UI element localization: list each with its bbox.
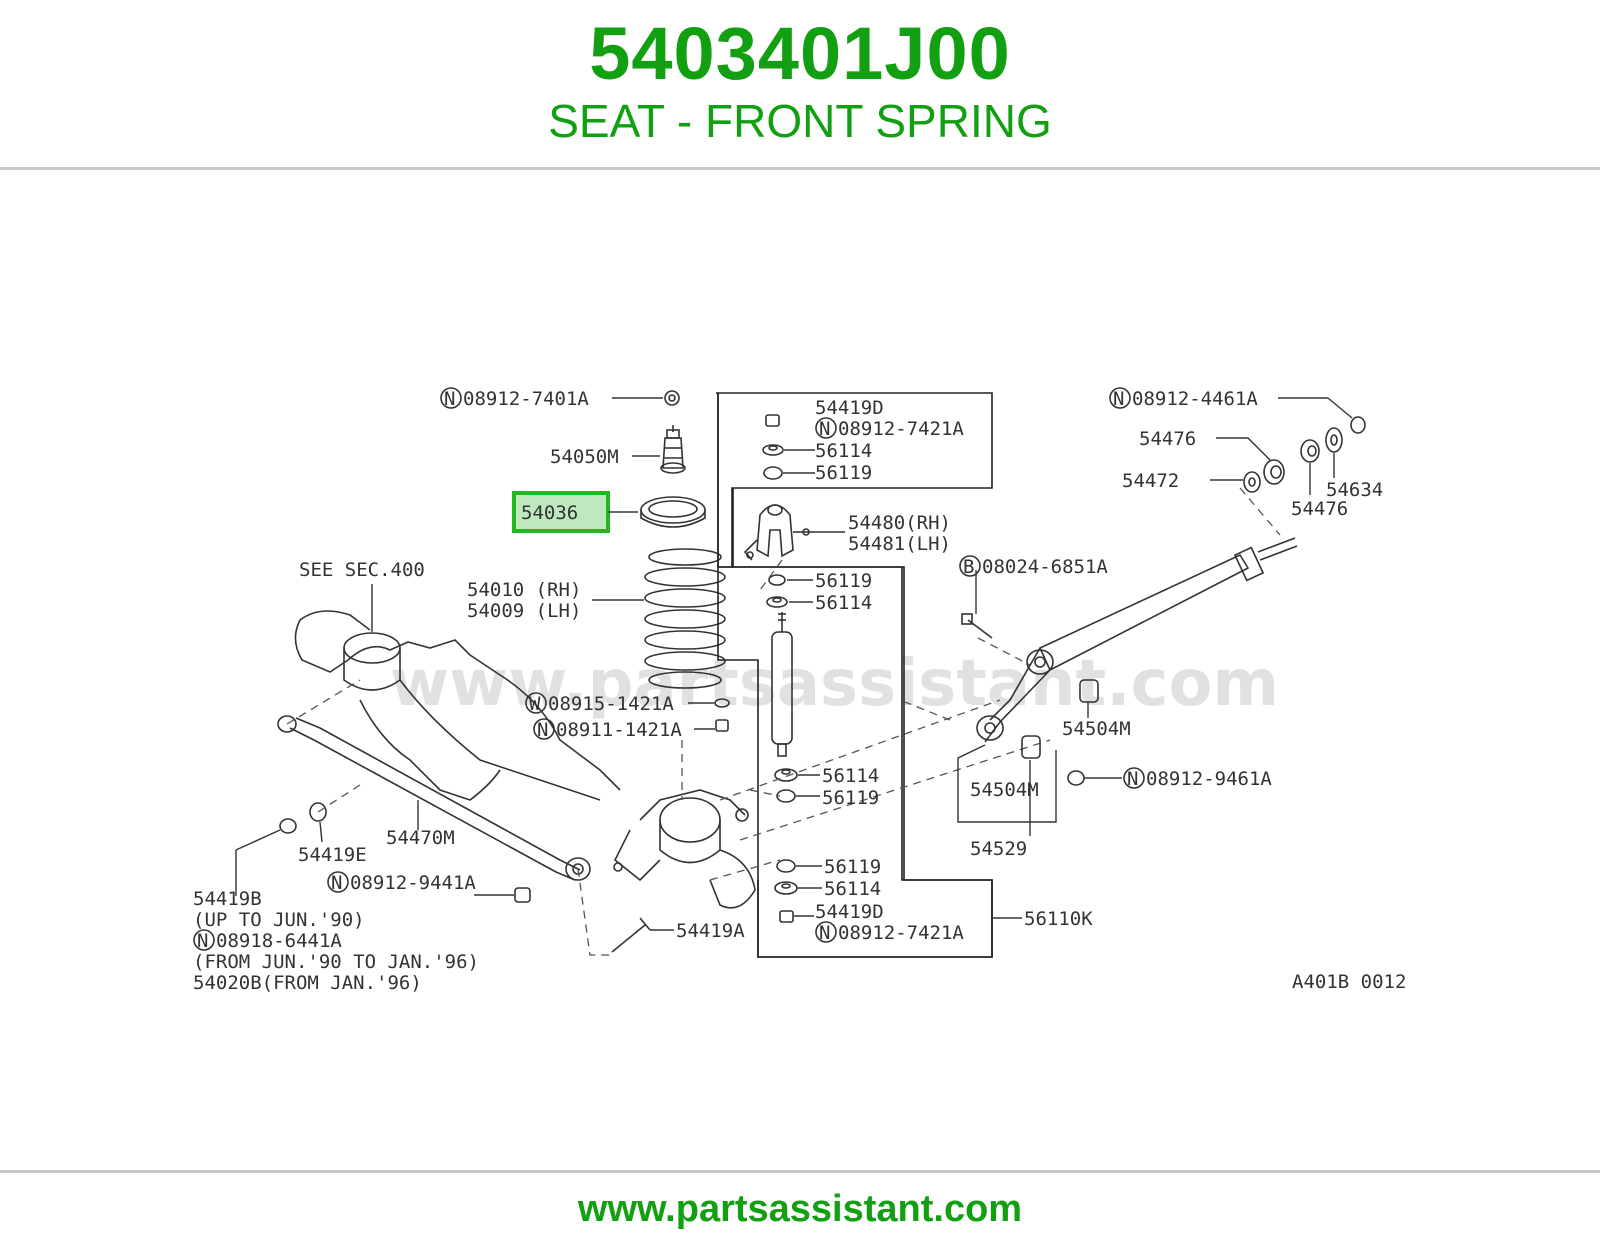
bushing-56119-b-icon[interactable] (768, 574, 786, 586)
prefix-n-mark: N (1113, 388, 1124, 410)
label-56114-a[interactable]: 56114 (815, 440, 872, 462)
washer-54634-icon[interactable] (1325, 427, 1343, 453)
washer-56114-a-icon[interactable] (762, 444, 784, 456)
prefix-n-mark: N (1127, 768, 1138, 790)
label-group: N 08912-7401A 54050M 54036 SEE SEC.400 5… (193, 387, 1406, 994)
label-08912-7421a-bottom[interactable]: 08912-7421A (838, 922, 964, 944)
bushing-56119-d-icon[interactable] (776, 859, 796, 873)
label-56110k[interactable]: 56110K (1024, 908, 1093, 930)
spring-seat-54036-icon[interactable] (640, 496, 706, 528)
label-from-jun-90-to-jan-96: (FROM JUN.'90 TO JAN.'96) (193, 951, 479, 973)
label-54020b[interactable]: 54020B(FROM JAN.'96) (193, 972, 422, 994)
label-54419d-top[interactable]: 54419D (815, 397, 884, 419)
upper-link-54529-icon[interactable] (976, 537, 1298, 743)
shock-absorber-56110k-icon[interactable] (771, 612, 793, 757)
label-08911-1421a[interactable]: 08911-1421A (556, 719, 682, 741)
washer-54472-icon[interactable] (1243, 471, 1261, 493)
label-54470m[interactable]: 54470M (386, 827, 455, 849)
label-56119-c[interactable]: 56119 (822, 787, 879, 809)
label-56119-a[interactable]: 56119 (815, 462, 872, 484)
watermark: www.partsassistant.com (390, 647, 1279, 721)
nut-08912-9441a-icon[interactable] (514, 887, 531, 903)
label-54476-b[interactable]: 54476 (1291, 498, 1348, 520)
label-54419e[interactable]: 54419E (298, 844, 367, 866)
bushing-56119-c-icon[interactable] (776, 789, 796, 803)
label-54036[interactable]: 54036 (521, 502, 578, 524)
prefix-n-mark: N (331, 872, 342, 894)
prefix-b-mark: B (963, 556, 974, 578)
footer-divider (0, 1170, 1600, 1173)
label-54419a[interactable]: 54419A (676, 920, 745, 942)
bump-stopper-54050m-icon[interactable] (660, 425, 686, 474)
washer-08915-1421a-icon[interactable] (714, 698, 730, 708)
prefix-n-mark: N (819, 418, 830, 440)
bushing-56119-a-icon[interactable] (763, 466, 783, 480)
label-54419b[interactable]: 54419B (193, 888, 262, 910)
label-08918-6441a[interactable]: 08918-6441A (216, 930, 342, 952)
label-08912-9441a[interactable]: 08912-9441A (350, 872, 476, 894)
prefix-n-mark: N (819, 922, 830, 944)
label-54419d-bottom[interactable]: 54419D (815, 901, 884, 923)
highlight-box[interactable] (512, 491, 610, 533)
label-up-to-jun-90: (UP TO JUN.'90) (193, 909, 365, 931)
nut-08912-9461a-icon[interactable] (1067, 770, 1085, 786)
label-08912-7421a-top[interactable]: 08912-7421A (838, 418, 964, 440)
nut-54419b-icon[interactable] (279, 818, 297, 834)
part-name: SEAT - FRONT SPRING (548, 95, 1052, 147)
label-08912-4461a[interactable]: 08912-4461A (1132, 388, 1258, 410)
bushing-54476-b-icon[interactable] (1300, 439, 1320, 463)
header: 5403401J00 SEAT - FRONT SPRING (0, 0, 1600, 168)
label-see-sec-400[interactable]: SEE SEC.400 (299, 559, 425, 581)
stud-54419a-icon[interactable] (611, 917, 651, 953)
label-54050m[interactable]: 54050M (550, 446, 619, 468)
label-54476-a[interactable]: 54476 (1139, 428, 1196, 450)
prefix-n-mark: N (197, 930, 208, 952)
label-54529[interactable]: 54529 (970, 838, 1027, 860)
lateral-rod-54470m-icon[interactable] (277, 715, 591, 881)
label-54009[interactable]: 54009 (LH) (467, 600, 581, 622)
label-56114-d[interactable]: 56114 (824, 878, 881, 900)
label-54504m-b[interactable]: 54504M (970, 779, 1039, 801)
nut-54419d-top-icon[interactable] (765, 414, 780, 427)
label-54504m-a[interactable]: 54504M (1062, 718, 1131, 740)
prefix-n-mark: N (444, 388, 455, 410)
bushing-54419e-icon[interactable] (309, 802, 327, 822)
header-divider (0, 167, 1600, 170)
label-54480[interactable]: 54480(RH) (848, 512, 951, 534)
footer-url[interactable]: www.partsassistant.com (577, 1188, 1023, 1230)
label-56119-d[interactable]: 56119 (824, 856, 881, 878)
bolt-08024-6851a-icon[interactable] (961, 613, 993, 639)
washer-56114-b-icon[interactable] (766, 596, 788, 608)
label-08024-6851a[interactable]: 08024-6851A (982, 556, 1108, 578)
label-56114-c[interactable]: 56114 (822, 765, 879, 787)
washer-56114-c-icon[interactable] (774, 768, 798, 782)
label-54634[interactable]: 54634 (1326, 479, 1383, 501)
label-54481[interactable]: 54481(LH) (848, 533, 951, 555)
bushing-54504m-a-icon[interactable] (1079, 679, 1099, 703)
nut-54419d-bottom-icon[interactable] (779, 910, 794, 923)
prefix-w-mark: W (529, 693, 541, 715)
label-56114-b[interactable]: 56114 (815, 592, 872, 614)
nut-08912-7401a-icon[interactable] (664, 390, 680, 406)
bushing-54476-a-icon[interactable] (1263, 459, 1285, 485)
nut-08912-4461a-icon[interactable] (1350, 416, 1366, 434)
label-54472[interactable]: 54472 (1122, 470, 1179, 492)
coil-spring-54010-icon[interactable] (644, 548, 726, 689)
prefix-n-mark: N (537, 719, 548, 741)
label-08912-7401a[interactable]: 08912-7401A (463, 388, 589, 410)
bracket-54480-icon[interactable] (743, 504, 810, 561)
label-54010[interactable]: 54010 (RH) (467, 579, 581, 601)
part-number: 5403401J00 (589, 12, 1011, 95)
label-56119-b[interactable]: 56119 (815, 570, 872, 592)
washer-56114-d-icon[interactable] (774, 881, 798, 895)
bushing-54504m-b-icon[interactable] (1021, 735, 1041, 759)
figure-code: A401B 0012 (1292, 971, 1406, 993)
label-08912-9461a[interactable]: 08912-9461A (1146, 768, 1272, 790)
label-08915-1421a[interactable]: 08915-1421A (548, 693, 674, 715)
nut-08911-1421a-icon[interactable] (715, 719, 729, 732)
